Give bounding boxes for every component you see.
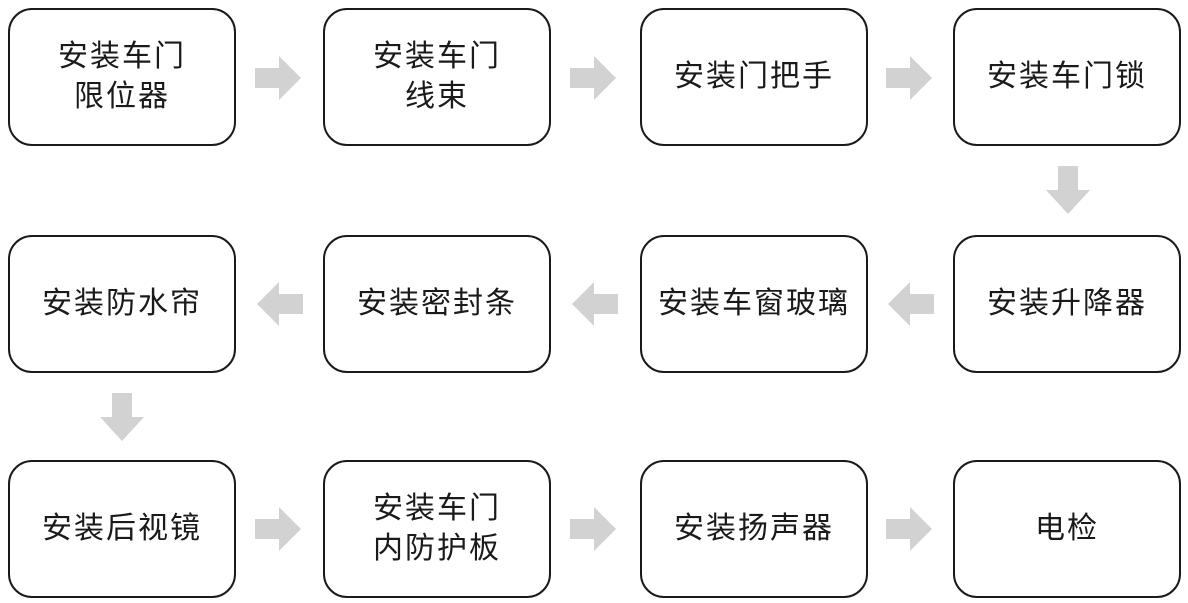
arrow-down-icon	[100, 393, 144, 441]
arrow-left-icon	[888, 282, 934, 326]
arrow-down-icon	[1046, 166, 1090, 214]
step-box-12: 电检	[953, 460, 1181, 598]
arrow-left-icon	[257, 282, 303, 326]
step-label-6: 安装车窗玻璃	[658, 286, 850, 321]
step-label-12: 电检	[1035, 511, 1099, 546]
step-label-7: 安装密封条	[357, 286, 517, 321]
step-label-1: 安装车门 限位器	[58, 39, 186, 114]
step-box-4: 安装车门锁	[953, 8, 1181, 146]
arrow-right-icon	[255, 507, 301, 551]
step-box-7: 安装密封条	[323, 235, 551, 373]
step-box-5: 安装升降器	[953, 235, 1181, 373]
step-label-10: 安装车门 内防护板	[373, 491, 501, 566]
step-box-6: 安装车窗玻璃	[640, 235, 868, 373]
arrow-right-icon	[255, 56, 301, 100]
step-label-8: 安装防水帘	[42, 286, 202, 321]
step-box-8: 安装防水帘	[8, 235, 236, 373]
step-label-11: 安装扬声器	[674, 511, 834, 546]
step-box-1: 安装车门 限位器	[8, 8, 236, 146]
arrow-left-icon	[572, 282, 618, 326]
step-box-11: 安装扬声器	[640, 460, 868, 598]
step-label-4: 安装车门锁	[987, 59, 1147, 94]
step-box-10: 安装车门 内防护板	[323, 460, 551, 598]
arrow-right-icon	[570, 56, 616, 100]
step-label-3: 安装门把手	[674, 59, 834, 94]
step-label-2: 安装车门 线束	[373, 39, 501, 114]
step-box-3: 安装门把手	[640, 8, 868, 146]
step-label-9: 安装后视镜	[42, 511, 202, 546]
arrow-right-icon	[886, 507, 932, 551]
arrow-right-icon	[886, 56, 932, 100]
step-box-2: 安装车门 线束	[323, 8, 551, 146]
step-box-9: 安装后视镜	[8, 460, 236, 598]
arrow-right-icon	[570, 507, 616, 551]
step-label-5: 安装升降器	[987, 286, 1147, 321]
